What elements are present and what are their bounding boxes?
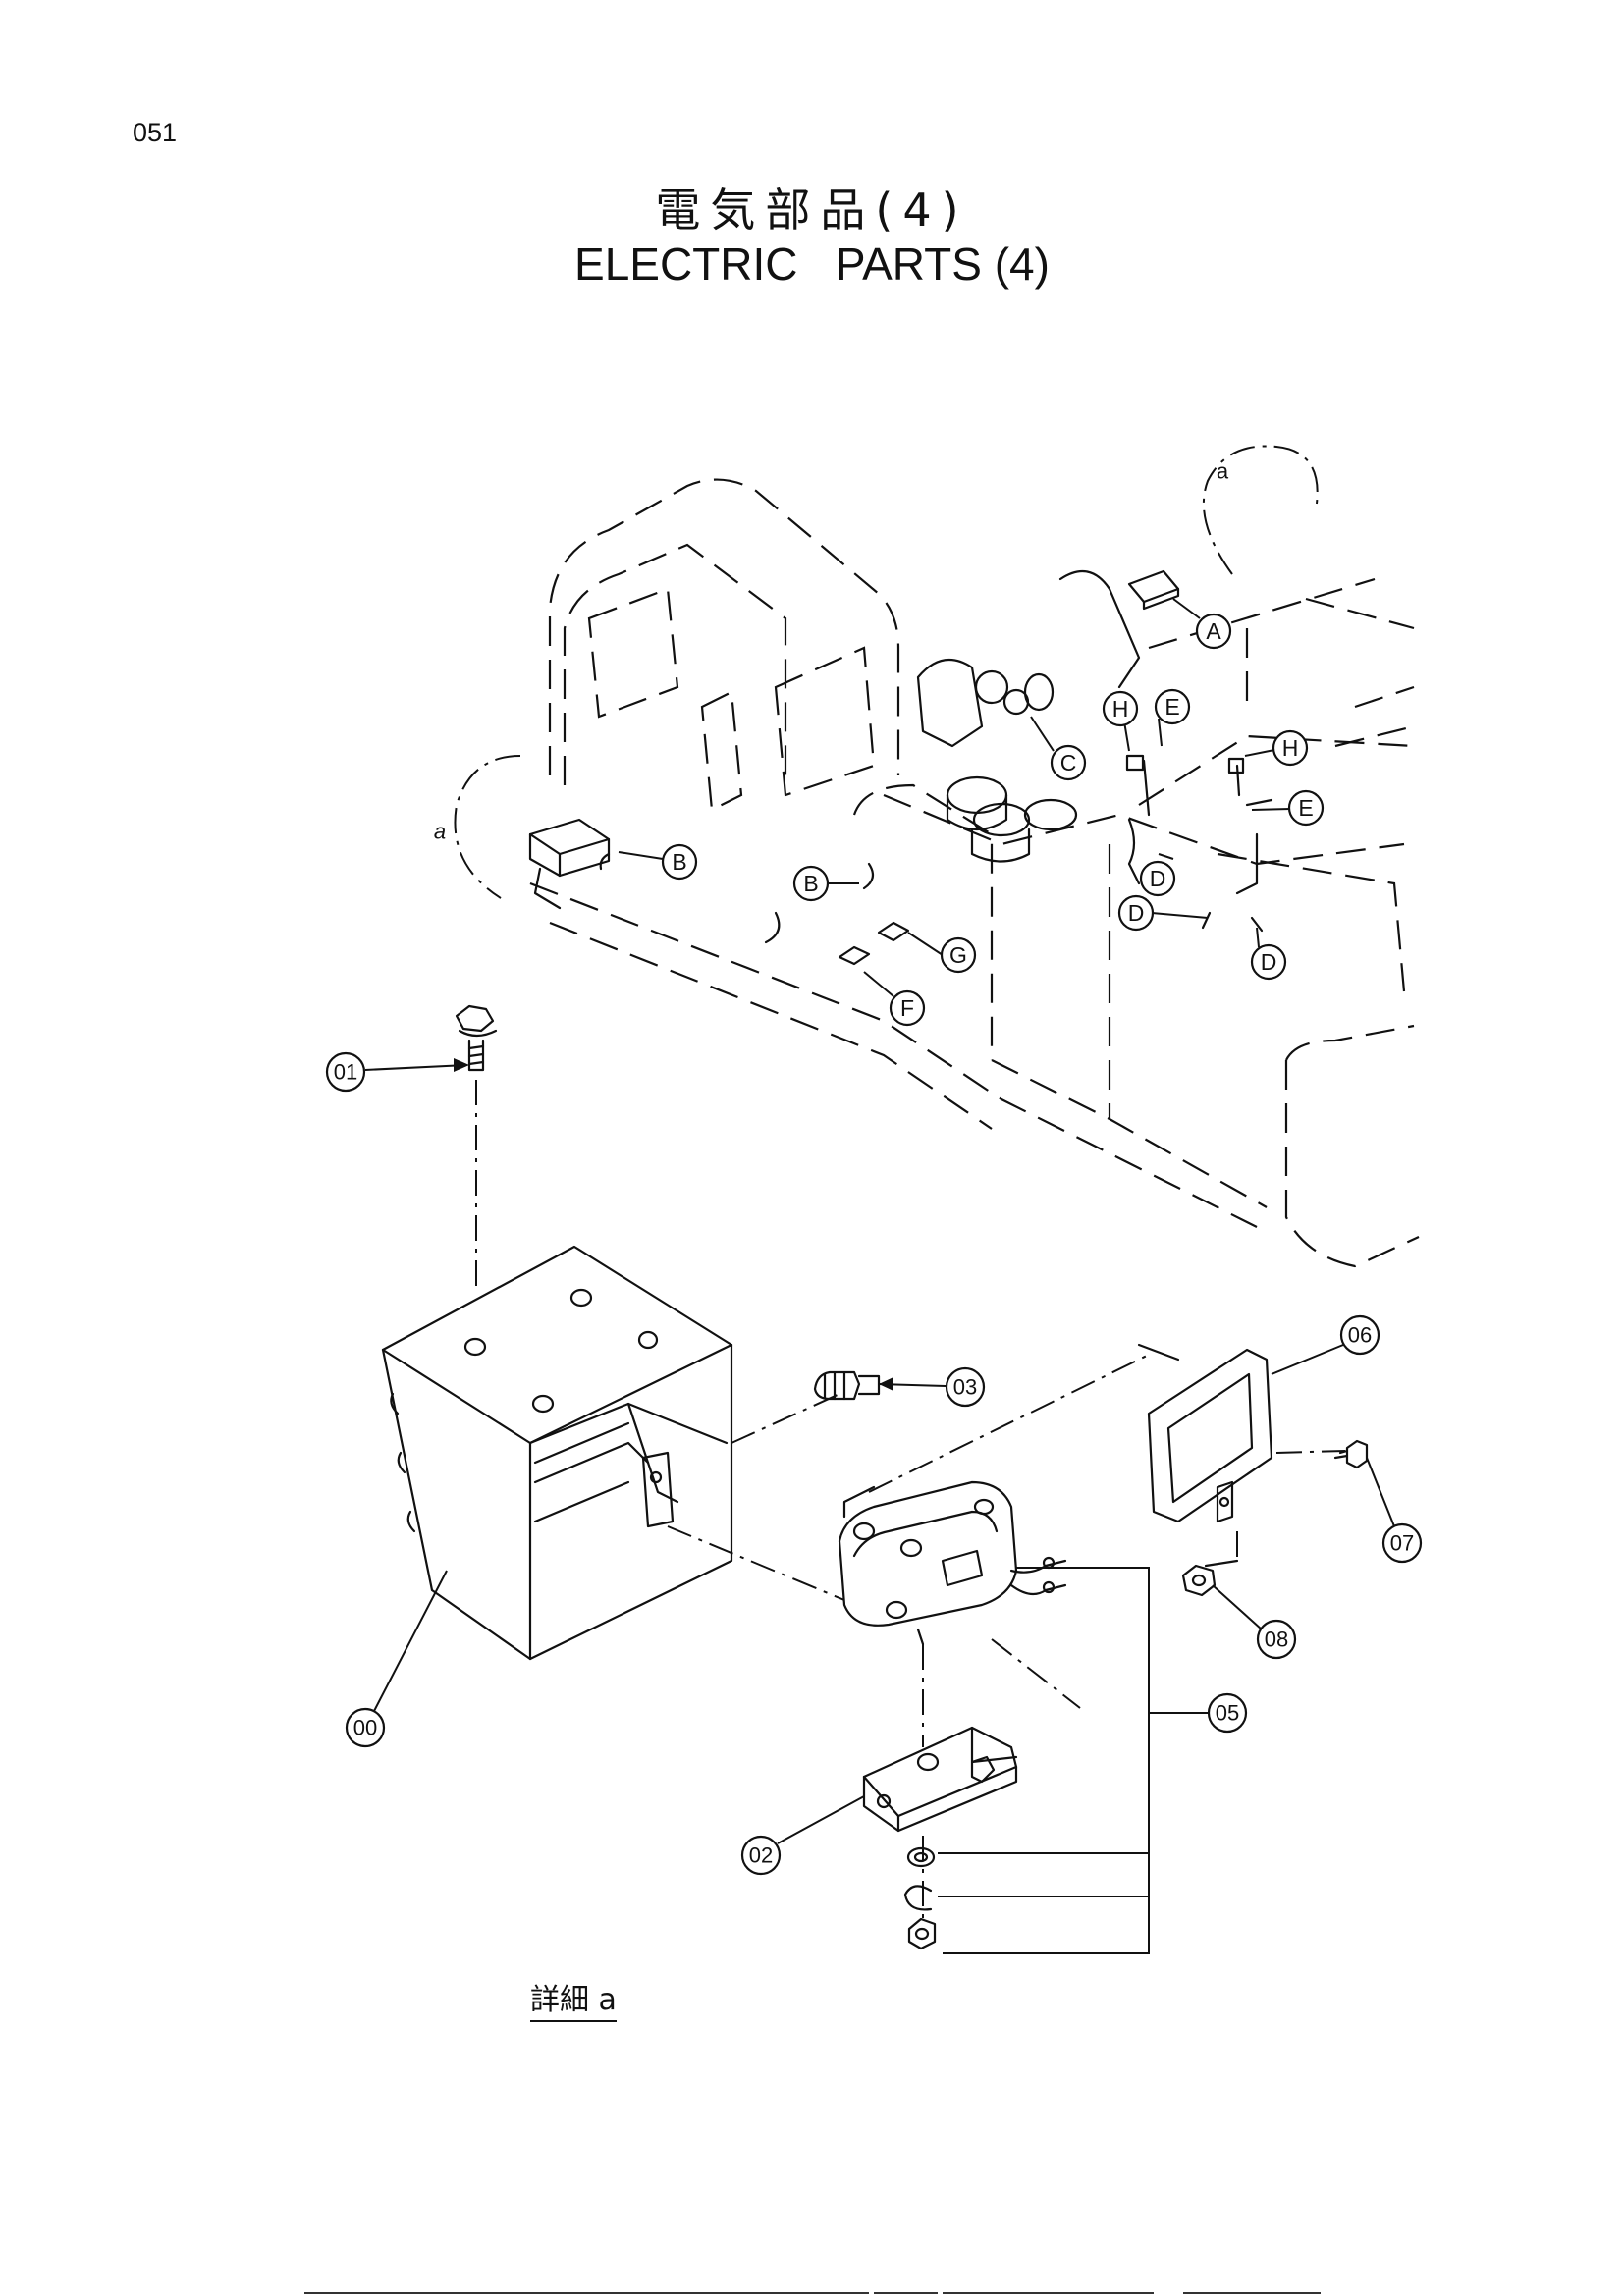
- page-number: 051: [133, 118, 178, 147]
- callout-D-1: D: [1150, 866, 1166, 891]
- footer-rule-4: [1183, 2292, 1321, 2294]
- detail-a-top-label: a: [1217, 459, 1229, 484]
- footer-rule-1: [304, 2292, 869, 2294]
- callout-H-1: H: [1112, 696, 1129, 721]
- callout-06: 06: [1348, 1323, 1372, 1348]
- detail-a-circles: a a: [434, 445, 1319, 899]
- callout-01: 01: [334, 1060, 357, 1085]
- footer-rule-3: [943, 2292, 1154, 2294]
- callout-A: A: [1206, 618, 1221, 644]
- callout-F: F: [900, 995, 914, 1021]
- locator-callouts: A B B C D D D E E F: [618, 598, 1325, 1027]
- callout-02: 02: [749, 1843, 773, 1868]
- detail-a-left-label: a: [434, 820, 446, 844]
- machine-outline: [528, 478, 1420, 1268]
- footer-rule-2: [874, 2292, 938, 2294]
- title-english: ELECTRIC PARTS (4): [574, 239, 1050, 290]
- callout-E-1: E: [1164, 694, 1179, 720]
- callout-G: G: [949, 942, 967, 968]
- detail-a-caption: 詳細 a: [530, 1975, 617, 2022]
- title-japanese: 電気部品(4): [655, 184, 969, 237]
- callout-B-1: B: [672, 849, 686, 875]
- exploded-parts: [381, 1004, 1369, 1954]
- callout-00: 00: [353, 1716, 377, 1740]
- callout-05: 05: [1216, 1701, 1239, 1726]
- callout-D-2: D: [1128, 900, 1145, 926]
- callout-07: 07: [1390, 1531, 1414, 1556]
- callout-B-2: B: [803, 871, 818, 896]
- part-callouts: 00 01 02 03 05 06 07 08: [325, 1051, 1423, 1876]
- callout-D-3: D: [1261, 949, 1277, 975]
- callout-H-2: H: [1282, 735, 1299, 761]
- callout-08: 08: [1265, 1628, 1288, 1652]
- callout-E-2: E: [1298, 795, 1313, 821]
- callout-C: C: [1060, 750, 1077, 775]
- callout-03: 03: [953, 1375, 977, 1400]
